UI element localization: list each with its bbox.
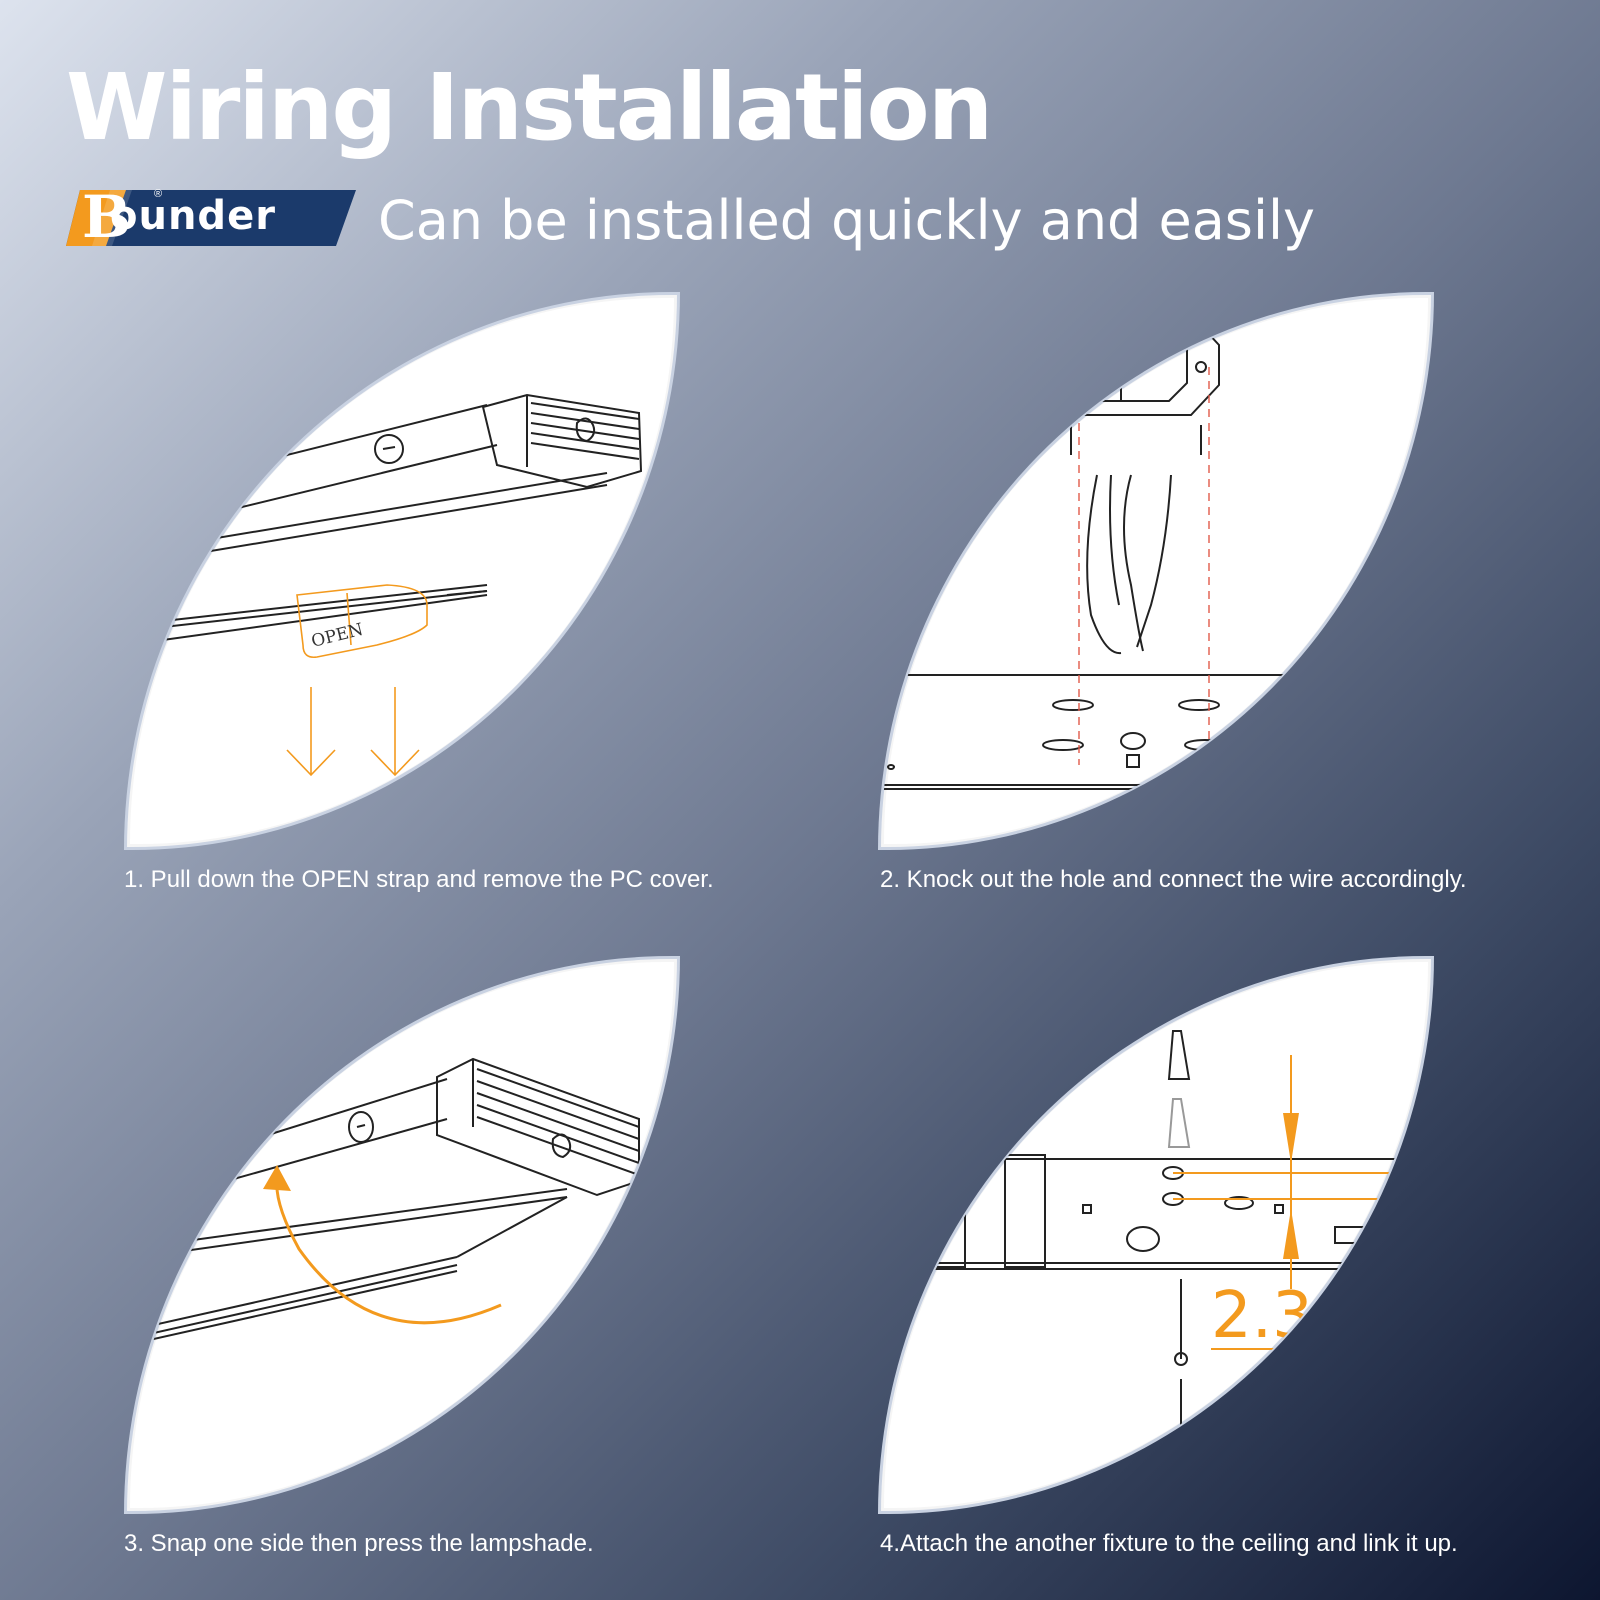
brand-logo: B ounder ® [66,183,366,251]
snap-lampshade-drawing [127,1057,640,1346]
junction-box-drawing [881,314,1431,790]
spacing-dimension-label: 2.36in [1211,1279,1412,1353]
step-3-caption: 3. Snap one side then press the lampshad… [124,1530,594,1557]
logo-wordmark: ounder [110,193,276,239]
logo-initial: B [82,183,132,251]
step-1-caption: 1. Pull down the OPEN strap and remove t… [124,866,714,893]
step-2-illustration [878,292,1434,850]
logo-shape [66,190,356,246]
ceiling-mount-drawing: 2.36in [881,1030,1431,1460]
page-title: Wiring Installation [66,54,993,161]
step-4-illustration: 2.36in [878,956,1434,1514]
step-3-illustration [124,956,680,1514]
step-1-illustration: OPEN [124,292,680,850]
fixture-open-drawing: OPEN [127,393,643,777]
step-2-caption: 2. Knock out the hole and connect the wi… [880,866,1467,893]
page-subtitle: Can be installed quickly and easily [378,189,1315,252]
step-4-caption: 4.Attach the another fixture to the ceil… [880,1530,1458,1557]
open-strap-label: OPEN [309,620,365,652]
registered-mark: ® [154,188,163,200]
